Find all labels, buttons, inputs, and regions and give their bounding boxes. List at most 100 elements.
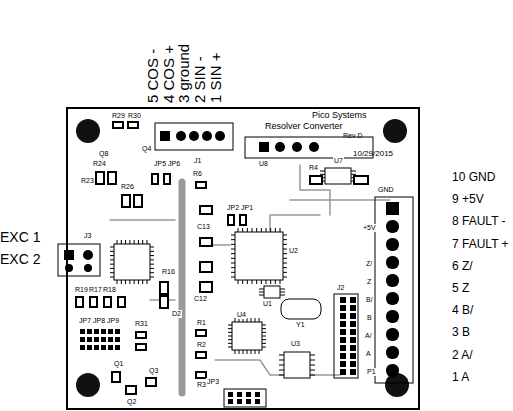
part-label: D2 [171,310,182,318]
ic-pin [280,289,285,290]
part-label: JP2 [226,204,240,212]
part-label: Z/ [365,260,373,268]
board-text: Pico Systems [312,111,367,121]
part-label: J2 [336,284,345,292]
ic-pin [231,235,235,236]
ic-pin [275,228,276,232]
jumper-pin [94,329,99,334]
jumper-pin [115,337,120,342]
ic-body [232,322,262,350]
header-pin [246,392,251,397]
ic-pin [239,350,240,354]
header-pin [340,345,346,351]
smd-part [122,195,130,207]
ic-pin [150,255,154,256]
part-label: C13 [196,223,211,231]
ic-pin [231,239,235,240]
part-label: R29 [111,112,126,120]
ic-pin [262,347,266,348]
header-pin [340,297,346,303]
pin-label: 3 ground [176,44,193,103]
connector-pad [386,346,399,359]
ic-pin [283,239,287,240]
ic-pin [280,228,281,232]
ic-pin [266,228,267,232]
part-label: R18 [102,286,117,294]
pin-label: 2 A/ [452,349,473,362]
ic-pin [117,280,118,284]
ic-pin [242,228,243,232]
smd-part [196,352,206,358]
ic-pin [110,259,114,260]
part-label: R1 [196,319,207,327]
header-pin [237,399,242,404]
ic-pin [129,240,130,244]
ic-pin [283,263,287,264]
smd-part [196,372,206,378]
header-pin [350,345,356,351]
part-label: Q3 [148,367,159,375]
ic-pin [117,240,118,244]
part-label: JP7 [78,317,92,325]
part-label: Y1 [295,321,306,329]
smd-part [152,174,158,184]
smd-part [113,122,123,128]
ic-pin [125,280,126,284]
part-label: Q4 [141,145,152,153]
jumper-pin [87,329,92,334]
ic-pin [283,235,287,236]
pin-label: 5 COS - [145,49,162,103]
smd-part [112,372,120,382]
jumper-pin [80,329,85,334]
part-label: R31 [134,320,149,328]
generated-parts [76,122,399,404]
jumper-pin [87,337,92,342]
ic-pin [110,277,114,278]
ic-pin [231,258,235,259]
smd-part [96,172,104,184]
part-label: R2 [196,341,207,349]
pin-label: 4 B/ [452,304,473,317]
ic-pin [256,280,257,284]
smd-part [104,297,111,307]
ic-pin [228,332,232,333]
smd-part [160,296,168,308]
connector-pad [386,328,399,341]
part-label: JP8 [92,317,106,325]
smd-part [128,122,138,128]
ic-pin [228,325,232,326]
smd-part [76,297,83,307]
smd-part [118,297,125,307]
part-label: GND [377,186,395,194]
ic-pin [262,339,266,340]
ic-pin [283,258,287,259]
ic-body [264,286,280,298]
part-label: U8 [258,160,269,168]
ic-pin [283,272,287,273]
header-pin [340,337,346,343]
header-pin [350,313,356,319]
ic-pin [252,228,253,232]
ic-pin [150,277,154,278]
part-label: U7 [333,157,344,165]
part-label: U4 [236,311,247,319]
header-pin [350,297,356,303]
ic-pin [228,343,232,344]
smd-part [134,195,142,207]
ic-pin [275,280,276,284]
ic-pin [351,171,356,172]
jumper-pin [94,345,99,350]
part-label: JP3 [206,378,220,386]
part-label: A [365,350,372,358]
part-label: J1 [193,157,202,165]
board-outline [67,108,419,409]
jumper-pin [115,329,120,334]
ic-pin [261,228,262,232]
ic-pin [280,280,281,284]
part-label: R6 [192,170,203,178]
pin-label: 8 FAULT - [452,215,506,228]
ic-pin [310,360,315,361]
part-label: JP9 [106,317,120,325]
jumper-pin [108,329,113,334]
ic-pin [121,280,122,284]
